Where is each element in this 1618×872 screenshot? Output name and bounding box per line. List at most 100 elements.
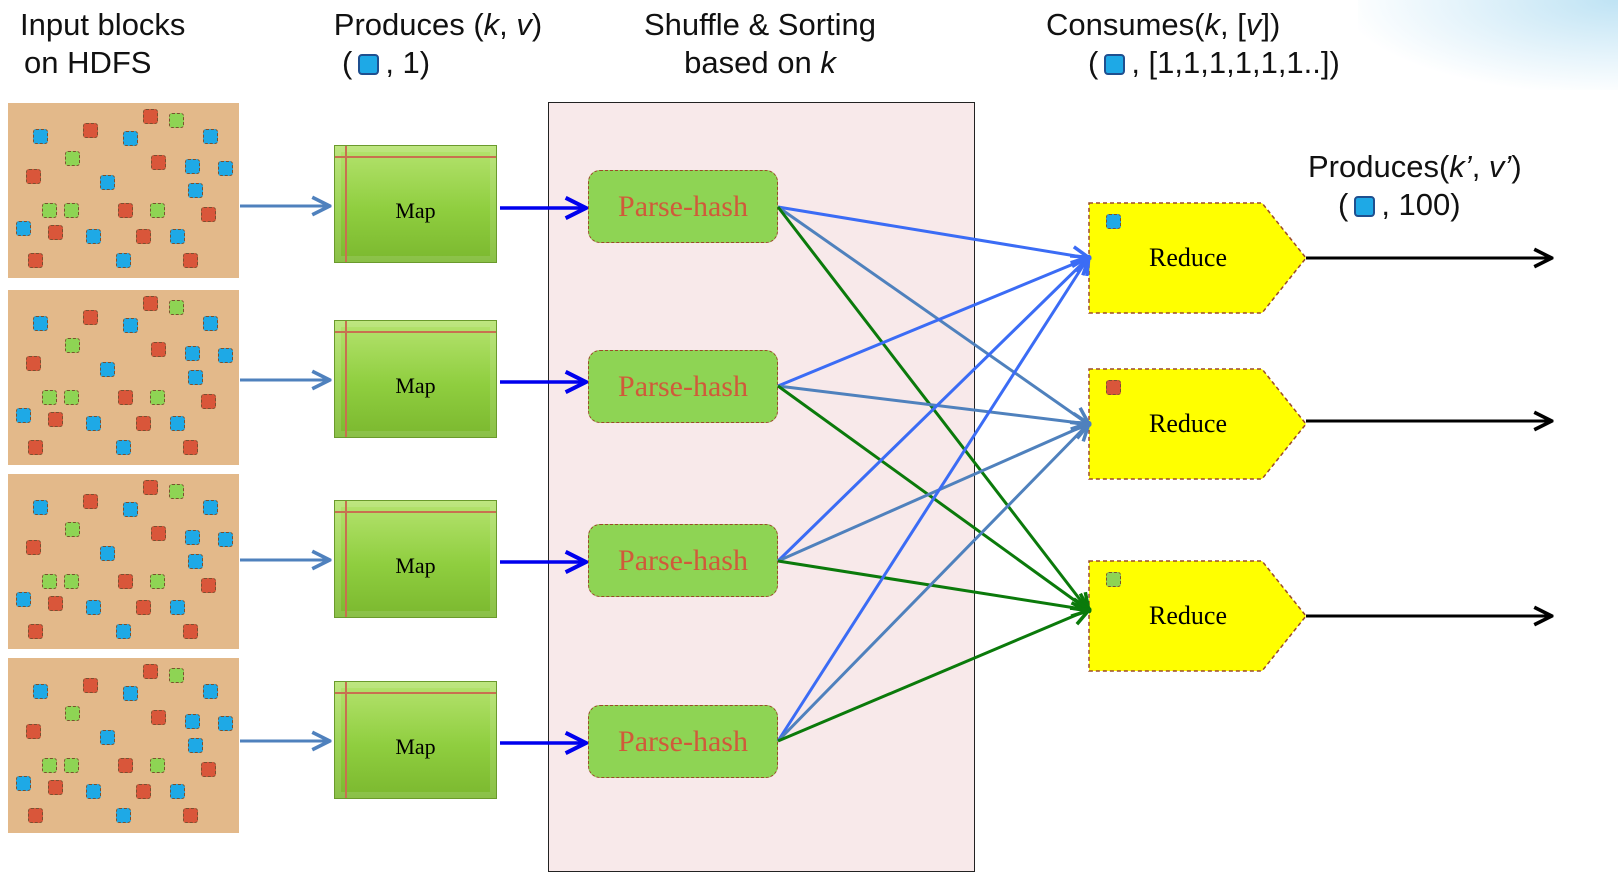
key-square (65, 151, 80, 166)
header-shuffle: Shuffle & Sorting based on k (600, 6, 920, 82)
key-square (26, 169, 41, 184)
header-output-produces: Produces(k’, v’) (, 100) (1308, 148, 1522, 224)
key-square (48, 412, 63, 427)
reduce-label: Reduce (1149, 601, 1227, 630)
key-square (143, 664, 158, 679)
key-square (169, 484, 184, 499)
blue-key-icon (358, 54, 380, 75)
key-square (203, 500, 218, 515)
key-square (203, 129, 218, 144)
key-square (86, 229, 101, 244)
key-square (183, 440, 198, 455)
key-square (42, 758, 57, 773)
key-square (42, 574, 57, 589)
key-square (218, 532, 233, 547)
parse-hash-box: Parse-hash (588, 524, 778, 597)
reduce-label: Reduce (1149, 409, 1227, 438)
map-label: Map (395, 553, 436, 578)
header-consumes: Consumes(k, [v]) (, [1,1,1,1,1,1..]) (1046, 6, 1340, 82)
key-square (86, 416, 101, 431)
key-square (169, 113, 184, 128)
key-square (116, 624, 131, 639)
blue-key-tag (1106, 214, 1121, 229)
shuffle-arrow (777, 424, 1088, 563)
key-square (143, 480, 158, 495)
shuffle-arrow (777, 205, 1088, 258)
key-square (218, 348, 233, 363)
key-square (100, 362, 115, 377)
input-block (8, 658, 239, 833)
key-square (65, 706, 80, 721)
key-square (188, 738, 203, 753)
key-square (16, 776, 31, 791)
key-square (116, 808, 131, 823)
key-square (188, 183, 203, 198)
key-square (83, 678, 98, 693)
parse-hash-box: Parse-hash (588, 170, 778, 243)
key-square (151, 526, 166, 541)
key-square (151, 342, 166, 357)
key-square (16, 408, 31, 423)
key-square (83, 310, 98, 325)
key-square (201, 207, 216, 222)
key-square (170, 784, 185, 799)
key-square (185, 159, 200, 174)
key-square (201, 394, 216, 409)
reduce-label: Reduce (1149, 243, 1227, 272)
key-square (136, 600, 151, 615)
key-square (123, 502, 138, 517)
key-square (42, 203, 57, 218)
key-square (28, 624, 43, 639)
key-square (26, 724, 41, 739)
key-square (48, 225, 63, 240)
key-square (28, 440, 43, 455)
parse-hash-box: Parse-hash (588, 350, 778, 423)
shuffle-arrow (776, 258, 1088, 742)
key-square (150, 574, 165, 589)
key-square (201, 578, 216, 593)
key-square (183, 253, 198, 268)
key-square (100, 175, 115, 190)
header-input-line1: Input blocks (20, 7, 186, 42)
key-square (185, 714, 200, 729)
key-square (48, 596, 63, 611)
key-square (65, 522, 80, 537)
key-square (203, 684, 218, 699)
header-map-produces: Produces (k, v) (, 1) (318, 6, 558, 82)
reduce-box: Reduce (1088, 368, 1310, 480)
key-square (83, 123, 98, 138)
key-square (143, 109, 158, 124)
key-square (118, 574, 133, 589)
key-square (169, 668, 184, 683)
shuffle-arrow (777, 258, 1088, 388)
key-square (218, 716, 233, 731)
key-square (64, 390, 79, 405)
key-square (65, 338, 80, 353)
key-square (26, 356, 41, 371)
key-square (123, 318, 138, 333)
key-square (86, 784, 101, 799)
header-input-line2: on HDFS (24, 45, 152, 80)
shuffle-arrow (777, 205, 1088, 424)
key-square (150, 203, 165, 218)
key-square (64, 203, 79, 218)
key-square (150, 390, 165, 405)
key-square (42, 390, 57, 405)
map-box: Map (334, 500, 497, 618)
shuffle-arrow (777, 610, 1088, 743)
key-square (118, 758, 133, 773)
corner-glow (1358, 0, 1618, 90)
key-square (123, 131, 138, 146)
key-square (16, 221, 31, 236)
key-square (86, 600, 101, 615)
key-square (16, 592, 31, 607)
key-square (203, 316, 218, 331)
shuffle-arrow (777, 559, 1088, 610)
red-key-tag (1106, 380, 1121, 395)
key-square (170, 416, 185, 431)
input-block (8, 103, 239, 278)
key-square (188, 554, 203, 569)
reduce-box: Reduce (1088, 560, 1310, 672)
header-consumes-line1: Consumes(k, [v]) (1046, 7, 1281, 42)
map-box: Map (334, 681, 497, 799)
